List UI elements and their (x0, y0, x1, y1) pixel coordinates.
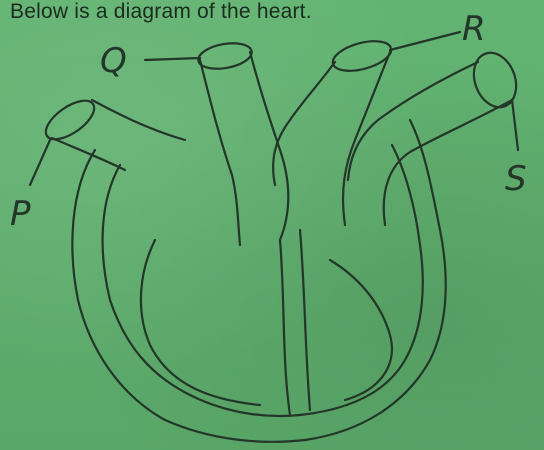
vessel-s-tube (348, 62, 512, 225)
vessel-s-opening (467, 47, 524, 113)
label-p: P (10, 194, 31, 234)
leader-r (390, 32, 460, 50)
label-s: S (505, 159, 527, 199)
vessel-p-opening (40, 93, 101, 146)
vessel-r-tube (273, 52, 390, 225)
leader-p (30, 140, 50, 185)
vessel-r-opening (330, 36, 395, 77)
label-r: R (462, 9, 486, 49)
leader-q (145, 58, 200, 60)
septum (280, 230, 310, 415)
vessel-q-opening (196, 39, 253, 72)
heart-inner-outline (103, 145, 423, 416)
heart-outer-outline (72, 120, 445, 442)
leader-s (512, 100, 518, 150)
left-chamber-line (141, 240, 260, 405)
right-chamber-line (330, 260, 392, 400)
label-q: Q (100, 41, 127, 81)
